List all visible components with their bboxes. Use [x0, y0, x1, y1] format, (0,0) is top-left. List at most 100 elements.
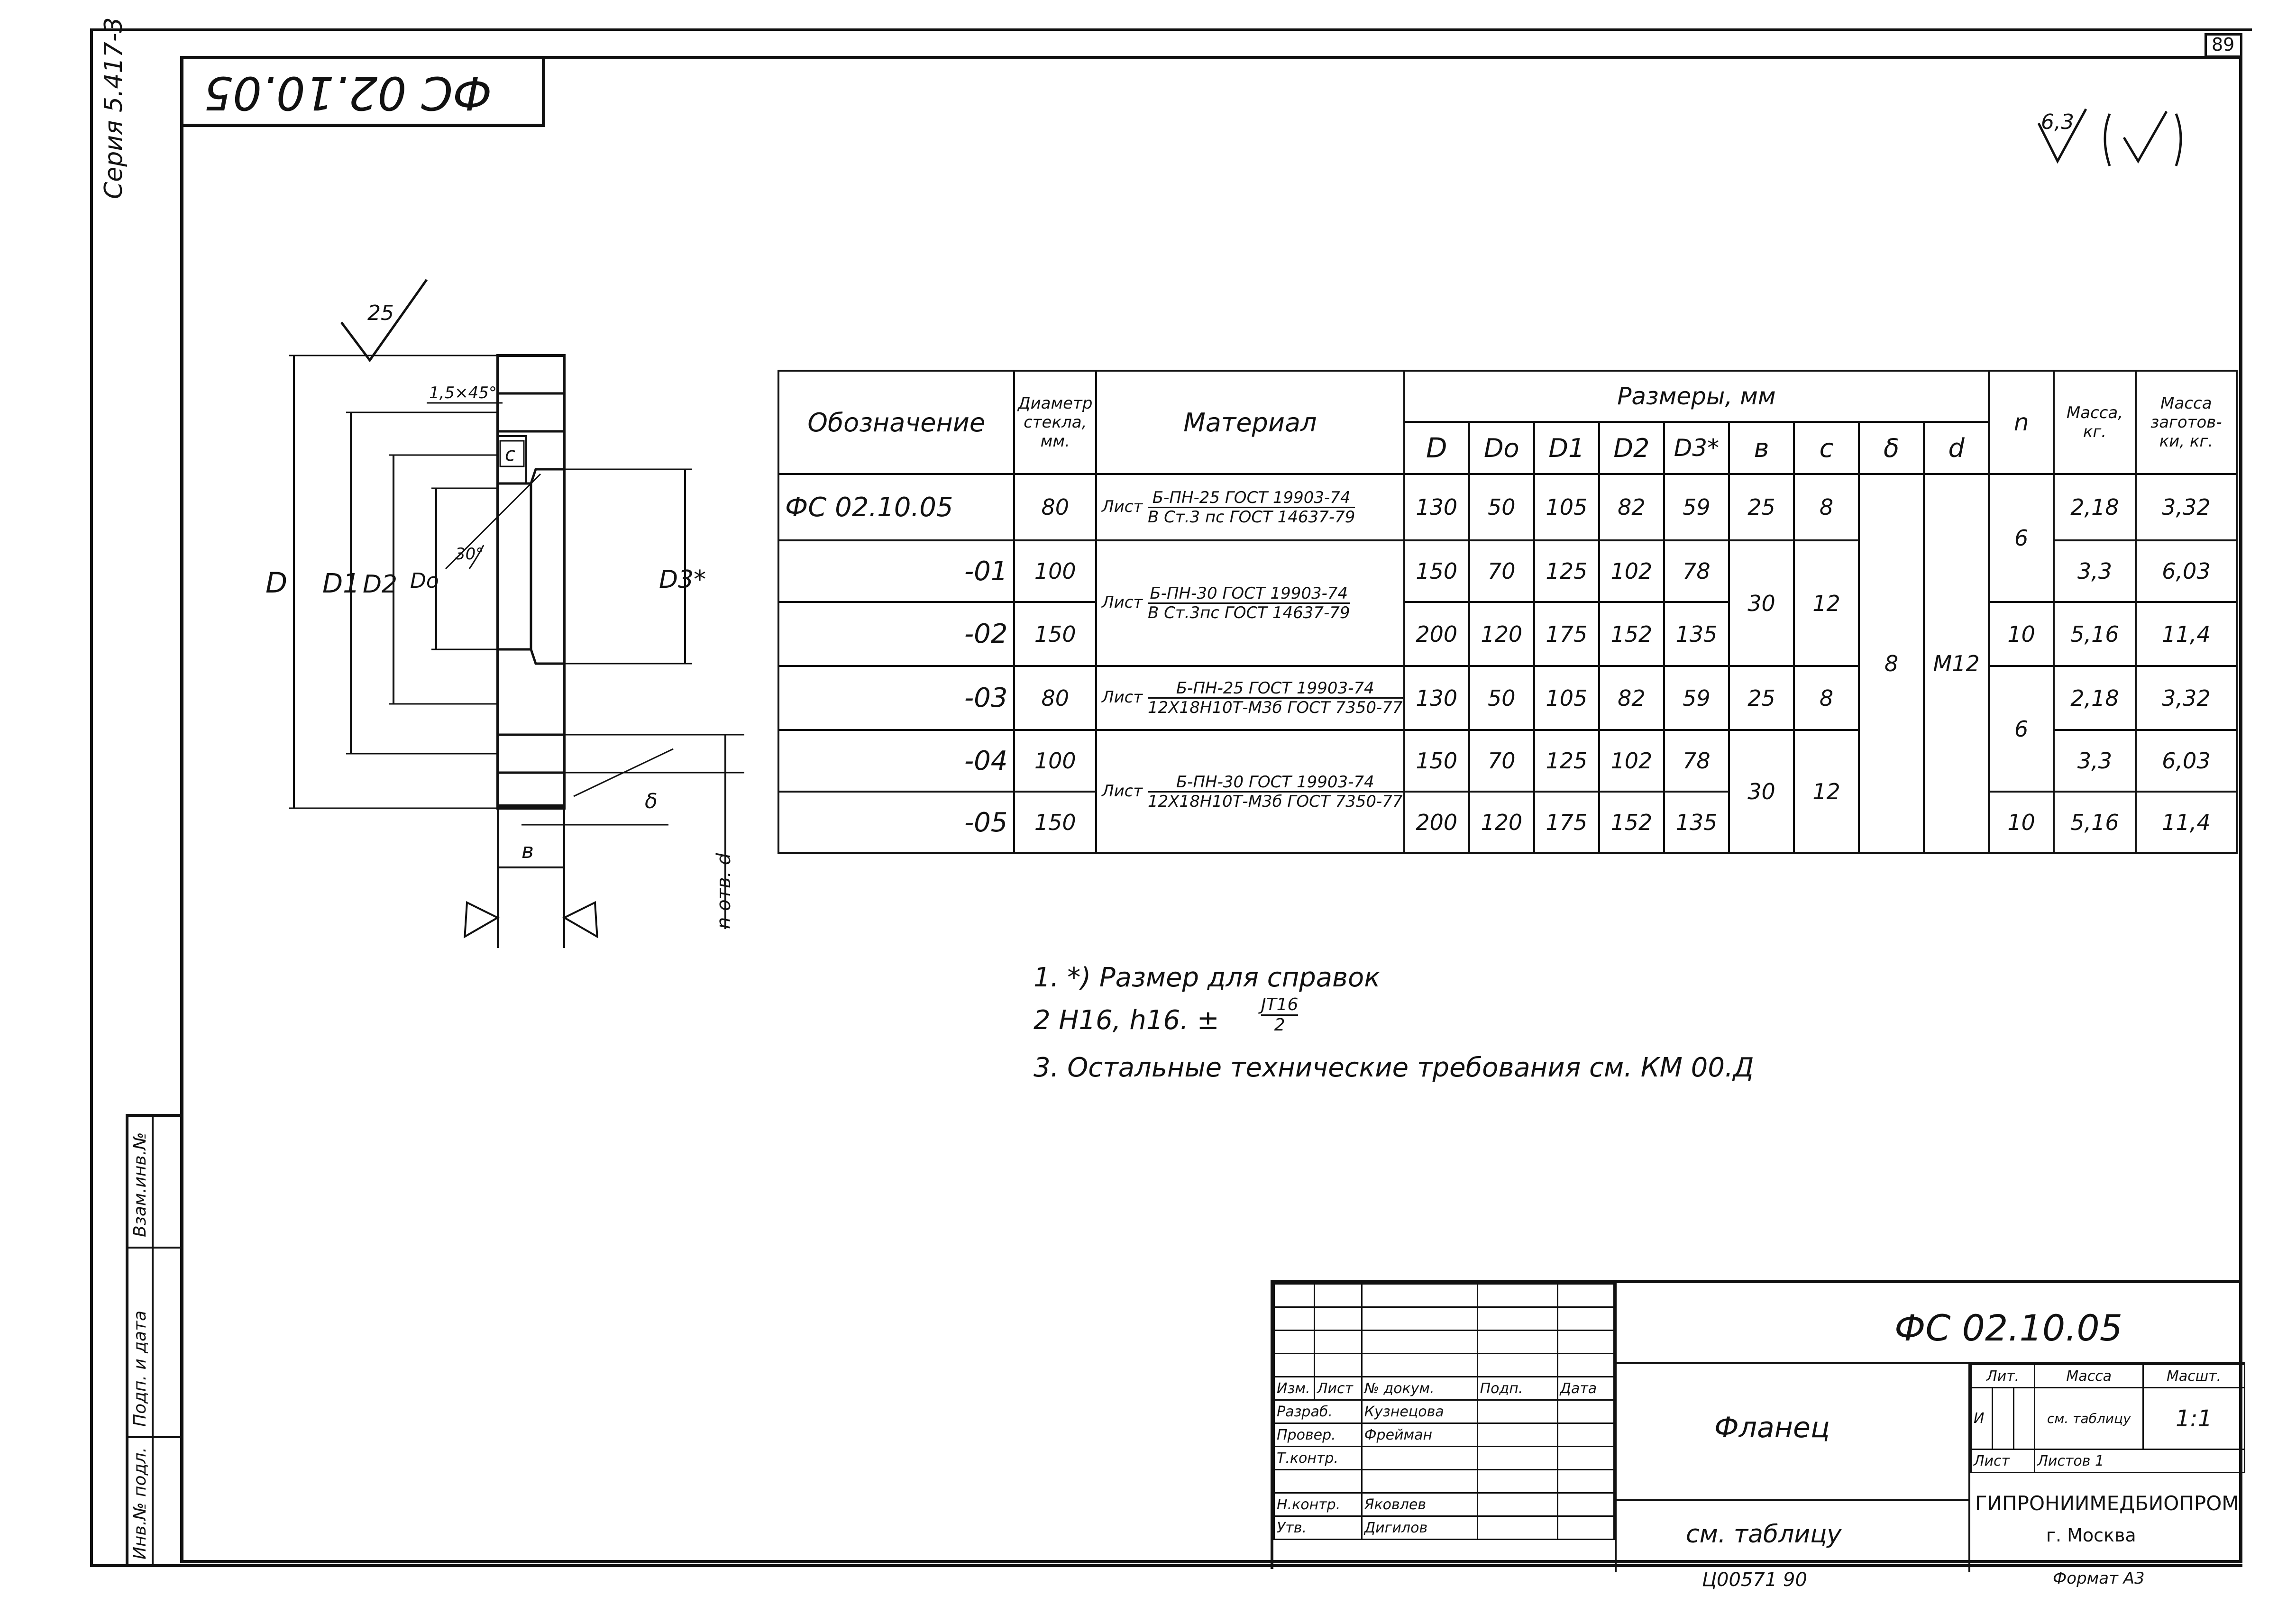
- stamp-box: [180, 56, 545, 127]
- row-D3: 78: [1663, 729, 1730, 793]
- sheet-format: Формат А3: [2053, 1569, 2145, 1588]
- code-cell: [1615, 1283, 2245, 1364]
- dim-b: в: [521, 839, 534, 863]
- row-mass: 5,16: [2053, 601, 2137, 667]
- row-b: 25: [1728, 473, 1795, 541]
- row-D2: 82: [1598, 473, 1665, 541]
- dim-D3: D3*: [659, 565, 706, 594]
- row-Do: 50: [1468, 473, 1535, 541]
- row-blank: 11,4: [2134, 791, 2238, 854]
- row-glass: 100: [1013, 539, 1098, 603]
- chamfer-label: 1,5×45°: [429, 383, 497, 402]
- row-b: 30: [1728, 539, 1795, 667]
- hdr-scale: Масшт.: [2142, 1364, 2245, 1388]
- row-D: 200: [1403, 601, 1470, 667]
- role-prover: Провер.: [1273, 1422, 1363, 1447]
- th-mass: Масса,кг.: [2053, 370, 2137, 475]
- hdr-izm: Изм.: [1273, 1376, 1315, 1401]
- row-b: 25: [1728, 665, 1795, 731]
- note-2-fraction: JT16 2: [1261, 995, 1299, 1035]
- title-block: Изм. Лист № докум. Подп. Дата Разраб. Ку…: [1271, 1280, 2245, 1572]
- margin-split-1: [126, 1247, 183, 1249]
- material-cell: [1615, 1501, 1970, 1572]
- th-material: Материал: [1095, 370, 1405, 475]
- holes-label: n отв. d: [713, 853, 735, 929]
- row-D3: 135: [1663, 601, 1730, 667]
- dim-D: D: [265, 566, 287, 600]
- bottom-border: [90, 1564, 2242, 1567]
- tb-sheet: Лист: [1970, 1449, 2036, 1473]
- th-designation: Обозначение: [777, 370, 1015, 475]
- row-Do: 70: [1468, 729, 1535, 793]
- row-D1: 175: [1533, 791, 1600, 854]
- th-D2: D2: [1598, 421, 1665, 475]
- scale-value: 1:1: [2142, 1387, 2245, 1450]
- tb-sheets: Листов 1: [2034, 1449, 2245, 1473]
- row-designation: -03: [777, 665, 1015, 731]
- th-dimensions: Размеры, мм: [1403, 370, 1990, 423]
- row-mass: 5,16: [2053, 791, 2137, 854]
- row-D2: 152: [1598, 791, 1665, 854]
- role-razrab: Разраб.: [1273, 1399, 1363, 1424]
- row-blank: 11,4: [2134, 601, 2238, 667]
- margin-date: Подп. и дата: [130, 1310, 150, 1427]
- role-utv: Утв.: [1273, 1515, 1363, 1540]
- angle-30: 30°: [455, 545, 484, 564]
- tb-city: г. Москва: [2046, 1525, 2136, 1546]
- th-Do: Do: [1468, 421, 1535, 475]
- row-D2: 152: [1598, 601, 1665, 667]
- hdr-date: Дата: [1556, 1376, 1615, 1401]
- name-utv: Дигилов: [1361, 1515, 1478, 1540]
- dim-D1: D1: [322, 568, 360, 599]
- roughness-25-value: 25: [367, 301, 394, 325]
- row-D1: 105: [1533, 665, 1600, 731]
- series-label: Серия 5.417-3: [100, 17, 128, 199]
- drawing-frame: [180, 56, 2242, 1563]
- label-c: c: [505, 444, 515, 465]
- row-glass: 100: [1013, 729, 1098, 793]
- row-designation: -02: [777, 601, 1015, 667]
- margin-replace: Взам.инв.№: [130, 1132, 150, 1237]
- row-glass: 150: [1013, 601, 1098, 667]
- margin-split-2: [126, 1436, 183, 1438]
- name-nkontr: Яковлев: [1361, 1492, 1478, 1517]
- row-c: 8: [1793, 665, 1860, 731]
- margin-divider: [152, 1114, 154, 1564]
- page-number: 89: [2212, 34, 2235, 55]
- note-2: 2 H16, h16. ±: [1034, 1005, 1219, 1036]
- row-c: 12: [1793, 539, 1860, 667]
- row-material: Лист Б-ПН-25 ГОСТ 19903-74 12Х18Н10Т-М3б…: [1095, 665, 1405, 731]
- revision-grid: Изм. Лист № докум. Подп. Дата Разраб. Ку…: [1273, 1283, 1615, 1540]
- row-n: 10: [1988, 601, 2055, 667]
- th-n: n: [1988, 370, 2055, 475]
- row-n: 6: [1988, 665, 2055, 793]
- shared-delta: 8: [1858, 473, 1925, 854]
- row-c: 8: [1793, 473, 1860, 541]
- row-Do: 120: [1468, 791, 1535, 854]
- row-Do: 70: [1468, 539, 1535, 603]
- row-D1: 105: [1533, 473, 1600, 541]
- shared-d: M12: [1923, 473, 1990, 854]
- row-mass: 3,3: [2053, 729, 2137, 793]
- row-material: Лист Б-ПН-30 ГОСТ 19903-74 В Ст.3пс ГОСТ…: [1095, 539, 1405, 667]
- th-c: c: [1793, 421, 1860, 475]
- row-mass: 2,18: [2053, 665, 2137, 731]
- margin-columns: [126, 1114, 183, 1564]
- row-D1: 125: [1533, 539, 1600, 603]
- row-blank: 3,32: [2134, 665, 2238, 731]
- lit-mass-scale: Лит. Масса Масшт. И см. таблицу 1:1 Лист…: [1970, 1364, 2245, 1473]
- roughness-general-value: 6,3: [2041, 110, 2074, 134]
- th-D: D: [1403, 421, 1470, 475]
- row-designation: -05: [777, 791, 1015, 854]
- name-razrab: Кузнецова: [1361, 1399, 1478, 1424]
- row-D: 150: [1403, 539, 1470, 603]
- lit-value: И: [1970, 1387, 1993, 1450]
- tb-material: см. таблицу: [1686, 1520, 1842, 1549]
- hdr-sign: Подп.: [1476, 1376, 1558, 1401]
- stamp-code-rotated: ФС 02.10.05: [204, 66, 492, 119]
- row-blank: 6,03: [2134, 729, 2238, 793]
- row-D2: 82: [1598, 665, 1665, 731]
- row-D1: 175: [1533, 601, 1600, 667]
